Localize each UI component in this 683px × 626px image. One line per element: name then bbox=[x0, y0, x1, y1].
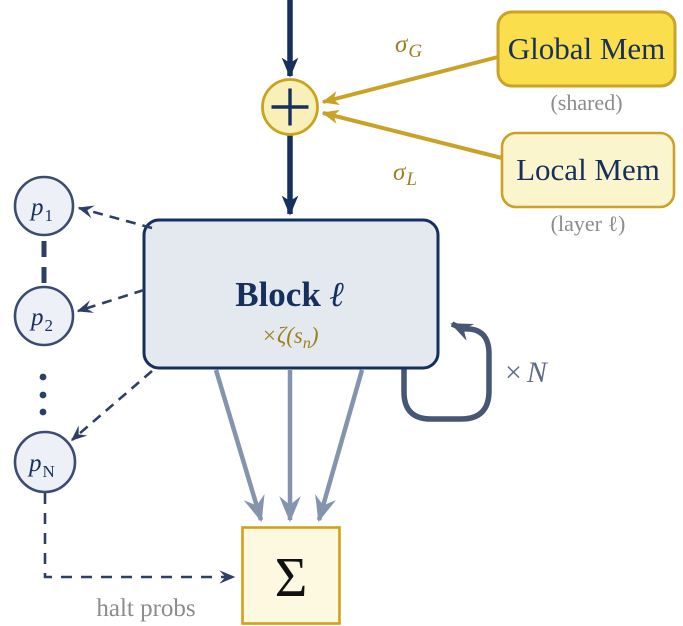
global-mem-box: Global Mem (shared) bbox=[496, 10, 677, 115]
halt-probs-caption: halt probs bbox=[96, 595, 195, 622]
pN-label: pN bbox=[27, 450, 55, 481]
edge-to-pN bbox=[70, 370, 153, 441]
global-mem-label: Global Mem bbox=[508, 31, 666, 66]
sum-symbol: Σ bbox=[275, 547, 308, 609]
local-mem-rect bbox=[500, 131, 676, 209]
block-rect bbox=[142, 218, 440, 370]
sum-node: Σ bbox=[241, 526, 341, 625]
edge-to-p1 bbox=[77, 205, 153, 230]
block-to-sum-arrows bbox=[213, 369, 365, 523]
pN-circle bbox=[13, 430, 77, 494]
p2-label: p2 bbox=[29, 304, 53, 335]
local-mem-caption: (layer ℓ) bbox=[551, 211, 626, 236]
p1-circle bbox=[13, 175, 75, 237]
edge-to-p2 bbox=[76, 288, 145, 313]
block-scale-label: ×ζ(sn) bbox=[261, 323, 318, 352]
global-mem-rect bbox=[496, 10, 677, 88]
halt-prob-edges bbox=[70, 205, 153, 441]
local-mem-label: Local Mem bbox=[516, 152, 660, 187]
block-self-loop-arrow bbox=[401, 321, 492, 422]
global-mem-edge bbox=[321, 55, 499, 105]
halt-node-pN: pN bbox=[13, 430, 77, 494]
sigma-g-label: σG bbox=[395, 31, 422, 62]
p1-label: p1 bbox=[29, 194, 53, 225]
ellipsis-dots bbox=[39, 373, 47, 416]
halt-probs-to-sum-arrow bbox=[43, 493, 236, 584]
halt-node-p2: p2 bbox=[13, 285, 75, 347]
plus-icon bbox=[271, 88, 309, 126]
loop-count-label: ×N bbox=[505, 356, 549, 389]
sigma-l-label: σL bbox=[393, 159, 417, 190]
global-mem-caption: (shared) bbox=[550, 90, 622, 115]
halt-node-p1: p1 bbox=[13, 175, 75, 237]
local-mem-edge bbox=[321, 109, 503, 160]
p2-circle bbox=[13, 285, 75, 347]
local-mem-box: Local Mem (layer ℓ) bbox=[500, 131, 676, 236]
adder-node bbox=[261, 78, 319, 136]
sum-rect bbox=[241, 526, 341, 625]
